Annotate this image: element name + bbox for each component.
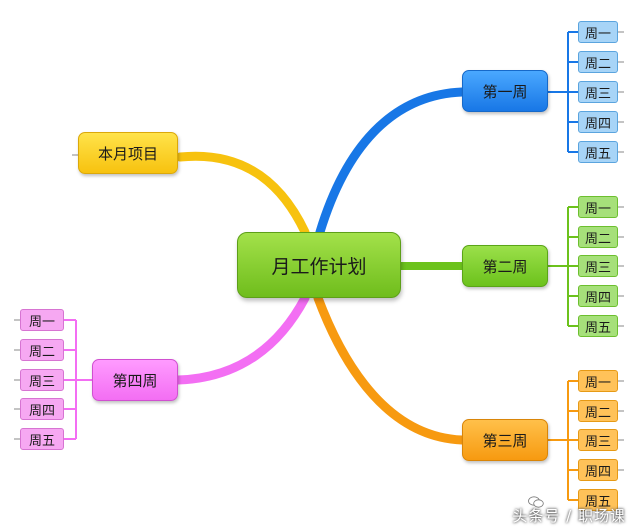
center-node[interactable]: 月工作计划: [237, 232, 401, 298]
week-4-day-1[interactable]: 周一: [20, 309, 64, 331]
week-4-day-5[interactable]: 周五: [20, 428, 64, 450]
week-4-day-4[interactable]: 周四: [20, 398, 64, 420]
branch-curve-week-3: [313, 293, 467, 445]
week-1-day-4[interactable]: 周四: [578, 111, 618, 133]
week-3-day-3[interactable]: 周三: [578, 429, 618, 451]
week-1-label: 第一周: [482, 82, 528, 101]
week-3-day-1[interactable]: 周一: [578, 370, 618, 392]
watermark-text: 头条号 / 职场课: [512, 507, 626, 525]
week-4-label: 第四周: [112, 371, 158, 390]
week-1-day-1[interactable]: 周一: [578, 21, 618, 43]
week-1-day-2[interactable]: 周二: [578, 51, 618, 73]
week-3-node[interactable]: 第三周: [462, 419, 548, 461]
day-label: 周三: [584, 434, 611, 450]
week-2-label: 第二周: [482, 257, 528, 276]
day-label: 周五: [584, 320, 611, 336]
bracket-week-2: [548, 206, 578, 327]
week-2-day-5[interactable]: 周五: [578, 315, 618, 337]
day-label: 周二: [584, 231, 611, 247]
day-label: 周二: [28, 344, 55, 360]
bracket-week-4: [64, 319, 92, 440]
day-label: 周五: [28, 433, 55, 449]
center-node-label: 月工作计划: [271, 255, 367, 278]
day-label: 周三: [28, 374, 55, 390]
week-2-day-3[interactable]: 周三: [578, 255, 618, 277]
day-label: 周四: [584, 464, 611, 480]
day-label: 周一: [28, 314, 55, 330]
week-4-node[interactable]: 第四周: [92, 359, 178, 401]
week-4-day-3[interactable]: 周三: [20, 369, 64, 391]
day-label: 周四: [28, 403, 55, 419]
day-label: 周四: [584, 116, 611, 132]
day-label: 周一: [584, 201, 611, 217]
day-label: 周三: [584, 260, 611, 276]
bracket-week-3: [548, 380, 578, 501]
project-node-label: 本月项目: [97, 144, 158, 163]
week-2-node[interactable]: 第二周: [462, 245, 548, 287]
day-label: 周一: [584, 375, 611, 391]
week-3-day-5[interactable]: 周五: [578, 489, 618, 511]
week-2-day-4[interactable]: 周四: [578, 285, 618, 307]
branch-curve-week-1: [315, 87, 467, 237]
day-label: 周五: [584, 146, 611, 162]
project-node[interactable]: 本月项目: [78, 132, 178, 174]
week-3-label: 第三周: [482, 431, 528, 450]
week-1-day-5[interactable]: 周五: [578, 141, 618, 163]
leaf-ticks: [14, 31, 624, 471]
wechat-icon: [528, 496, 544, 508]
day-label: 周一: [584, 26, 611, 42]
week-3-day-4[interactable]: 周四: [578, 459, 618, 481]
week-2-day-1[interactable]: 周一: [578, 196, 618, 218]
day-label: 周三: [584, 86, 611, 102]
week-2-day-2[interactable]: 周二: [578, 226, 618, 248]
week-1-day-3[interactable]: 周三: [578, 81, 618, 103]
branch-curve-week-4: [173, 293, 310, 385]
branch-curve-top-left: [175, 151, 310, 237]
week-4-day-2[interactable]: 周二: [20, 339, 64, 361]
week-3-day-2[interactable]: 周二: [578, 400, 618, 422]
bracket-week-1: [548, 31, 578, 153]
day-label: 周二: [584, 56, 611, 72]
week-1-node[interactable]: 第一周: [462, 70, 548, 112]
day-label: 周二: [584, 405, 611, 421]
day-label: 周五: [584, 494, 611, 510]
day-label: 周四: [584, 290, 611, 306]
